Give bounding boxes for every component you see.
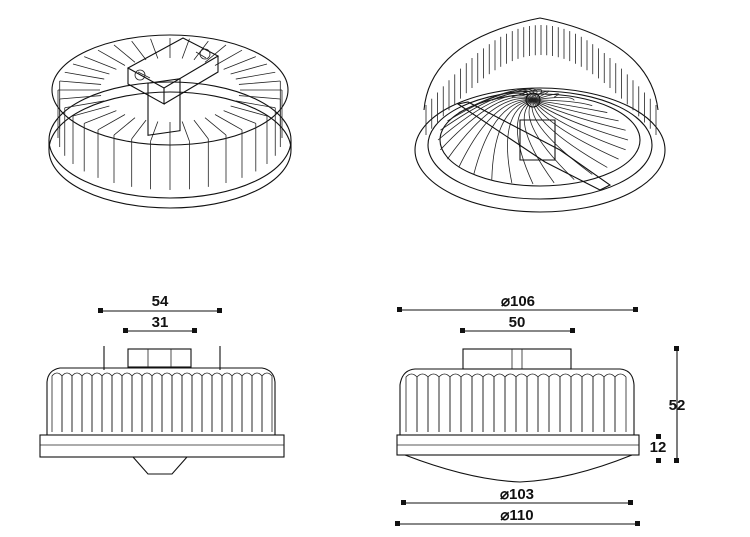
isometric-bottom-view <box>414 17 666 213</box>
dim-label-diameter-mid: ⌀103 <box>500 486 534 503</box>
dim-label-base-height: 12 <box>650 439 667 456</box>
dim-label-diameter-bottom: ⌀110 <box>500 507 533 524</box>
dim-label-inner-width: 50 <box>509 314 526 331</box>
front-view-left <box>39 308 285 475</box>
dim-label-diameter-top: ⌀106 <box>501 293 535 310</box>
dim-label-top-inner: 31 <box>152 314 169 331</box>
isometric-top-view <box>48 34 292 209</box>
dim-label-height-total: 52 <box>669 397 686 414</box>
dim-label-top-outer: 54 <box>152 293 169 310</box>
front-view-right <box>395 307 679 526</box>
